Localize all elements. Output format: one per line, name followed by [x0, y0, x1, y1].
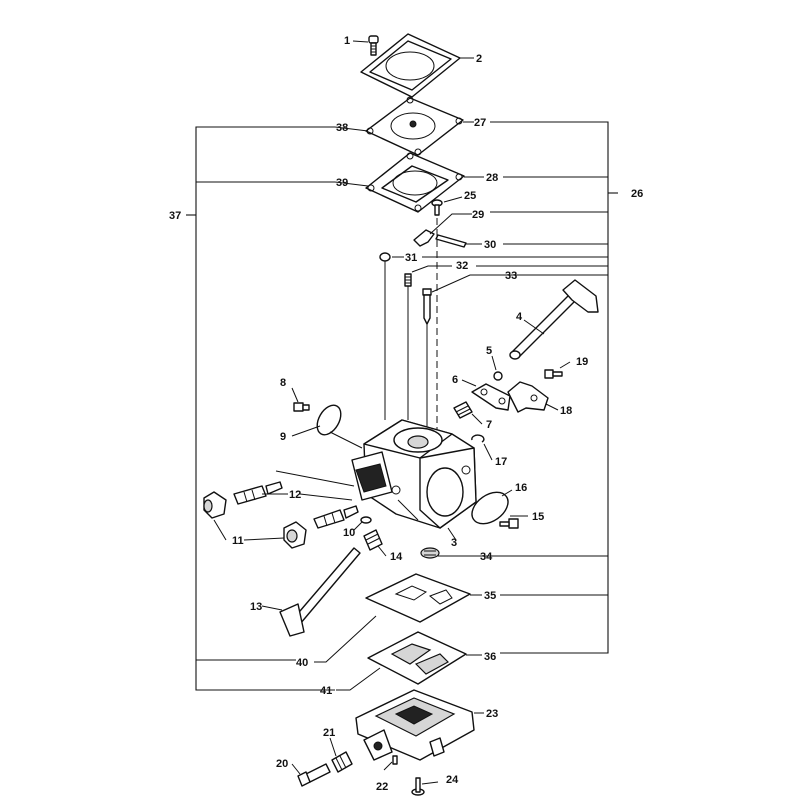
callout-32: 32 — [456, 260, 468, 272]
part-2-pump-cover — [360, 33, 461, 98]
part-29-lever — [413, 229, 435, 247]
callout-12: 12 — [289, 489, 301, 501]
part-6-lever — [471, 383, 511, 411]
bracket-37 — [186, 126, 335, 691]
callout-20: 20 — [276, 758, 288, 770]
part-10-clip — [360, 516, 372, 524]
part-36-gasket — [367, 631, 467, 685]
part-14-spring — [363, 529, 383, 551]
part-15-screw — [499, 518, 519, 529]
callout-4: 4 — [516, 311, 523, 323]
callout-8: 8 — [280, 377, 286, 389]
callout-36: 36 — [484, 651, 496, 663]
part-4-throttle-shaft — [509, 279, 599, 360]
part-11-caps — [203, 491, 307, 549]
part-27-diaphragm — [390, 112, 436, 140]
callout-7: 7 — [486, 419, 492, 431]
callout-19: 19 — [576, 356, 588, 368]
callout-14: 14 — [390, 551, 403, 563]
callout-1: 1 — [344, 35, 350, 47]
part-31-plug — [379, 252, 391, 420]
part-3-carburetor-body — [351, 419, 477, 529]
part-22-pin — [392, 755, 398, 765]
part-1-screw — [368, 35, 379, 56]
callout-24: 24 — [446, 774, 459, 786]
part-8-screw — [293, 402, 310, 412]
callout-5: 5 — [486, 345, 492, 357]
callout-30: 30 — [484, 239, 496, 251]
part-12-adjusting-screws — [233, 481, 359, 529]
callout-26: 26 — [631, 188, 643, 200]
callout-39: 39 — [336, 177, 348, 189]
callout-38: 38 — [336, 122, 348, 134]
callout-33: 33 — [505, 270, 517, 282]
part-35-gasket — [365, 573, 471, 623]
part-18-throttle-lever — [507, 381, 549, 413]
part-32-spring — [404, 273, 412, 420]
callout-41: 41 — [320, 685, 332, 697]
part-30-pin — [435, 234, 467, 248]
part-17-clip — [471, 434, 485, 443]
part-23-pump-body — [355, 689, 475, 761]
callout-40: 40 — [296, 657, 308, 669]
callout-28: 28 — [486, 172, 498, 184]
part-34-screen — [420, 547, 440, 559]
callout-18: 18 — [560, 405, 572, 417]
callout-3: 3 — [451, 537, 457, 549]
callout-17: 17 — [495, 456, 507, 468]
part-7-spring — [453, 401, 473, 419]
callout-31: 31 — [405, 252, 417, 264]
callout-labels: 1234567891011121314151617181920212223242… — [169, 35, 643, 793]
callout-29: 29 — [472, 209, 484, 221]
callout-10: 10 — [343, 527, 355, 539]
callout-9: 9 — [280, 431, 286, 443]
part-21-screw — [331, 751, 353, 773]
callout-25: 25 — [464, 190, 476, 202]
callout-15: 15 — [532, 511, 544, 523]
leader-lines — [213, 40, 571, 785]
callout-13: 13 — [250, 601, 262, 613]
part-33-needle — [422, 288, 432, 430]
callout-34: 34 — [480, 551, 493, 563]
part-19-screw — [544, 369, 563, 379]
callout-21: 21 — [323, 727, 335, 739]
callout-27: 27 — [474, 117, 486, 129]
part-28-diaphragm — [381, 165, 449, 203]
callout-16: 16 — [515, 482, 527, 494]
part-9-disc — [316, 404, 342, 436]
callout-11: 11 — [232, 535, 244, 547]
callout-6: 6 — [452, 374, 458, 386]
part-16-disc — [471, 491, 509, 525]
callout-23: 23 — [486, 708, 498, 720]
callout-22: 22 — [376, 781, 388, 793]
part-24-screw — [411, 777, 425, 796]
part-20-screw — [297, 763, 331, 787]
part-5-ring — [493, 371, 503, 381]
callout-35: 35 — [484, 590, 496, 602]
part-25-screw — [431, 199, 443, 216]
callout-37: 37 — [169, 210, 181, 222]
part-13-choke-shaft — [279, 547, 361, 637]
callout-2: 2 — [476, 53, 482, 65]
